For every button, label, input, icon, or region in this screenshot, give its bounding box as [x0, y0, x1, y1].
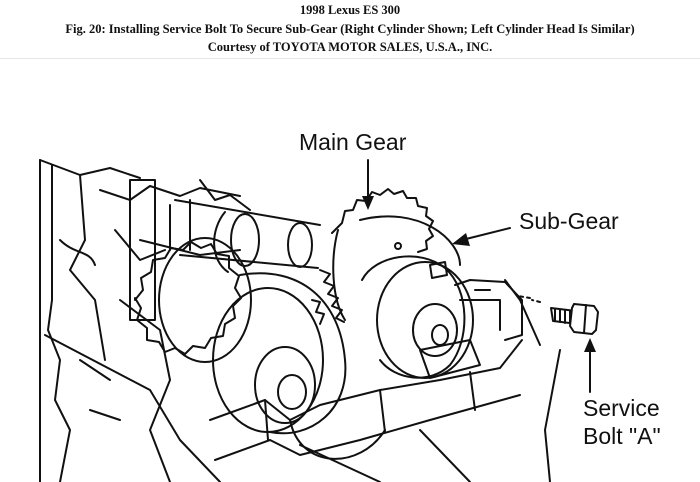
- sub-gear-arrowhead: [452, 233, 470, 246]
- rear-gear-icon: [134, 237, 347, 435]
- cylinder-head-icon: [39, 159, 561, 482]
- camshaft-icon: [174, 199, 321, 273]
- sub-gear-label: Sub-Gear: [519, 208, 619, 234]
- vehicle-title: 1998 Lexus ES 300: [299, 3, 401, 17]
- main-gear-arrowhead: [362, 196, 374, 210]
- service-bolt-label-line1: Service: [583, 395, 660, 421]
- service-bolt-icon: [517, 295, 599, 335]
- service-bolt-arrowhead: [584, 338, 596, 352]
- figure-header: 1998 Lexus ES 300 Fig. 20: Installing Se…: [0, 0, 700, 59]
- service-bolt-label-line2: Bolt "A": [583, 423, 661, 449]
- sub-gear-leader: [461, 227, 511, 241]
- sub-gear-icon: [361, 242, 523, 379]
- main-gear-icon: [311, 188, 461, 325]
- figure-caption: Fig. 20: Installing Service Bolt To Secu…: [65, 22, 635, 36]
- figure-credit: Courtesy of TOYOTA MOTOR SALES, U.S.A., …: [207, 40, 493, 54]
- main-gear-label: Main Gear: [299, 129, 407, 155]
- callout-arrows: [367, 159, 591, 393]
